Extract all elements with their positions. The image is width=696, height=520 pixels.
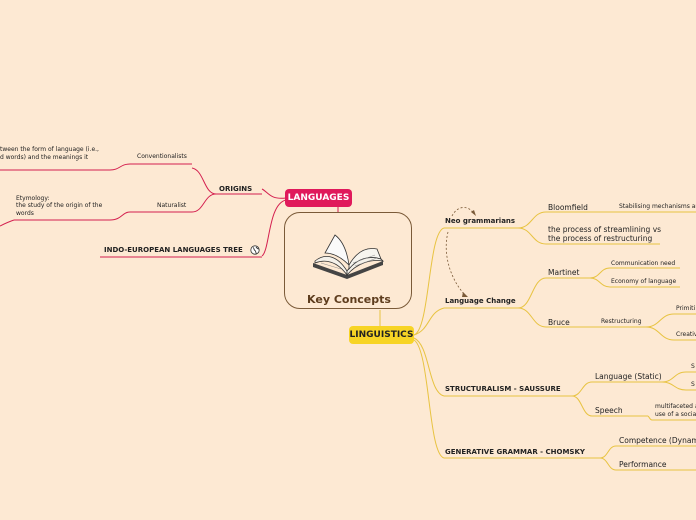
globe-circle: [251, 246, 259, 254]
line-static-s2: [662, 382, 686, 390]
line-gen-competence: [600, 446, 616, 458]
communication-need-node[interactable]: Communication need: [611, 260, 675, 268]
line-origins-naturalist: [192, 194, 216, 212]
relationship-curve: [446, 232, 466, 296]
structuralism-node[interactable]: STRUCTURALISM - SAUSSURE: [445, 385, 561, 393]
static-s1-node[interactable]: S: [691, 363, 695, 371]
line-neo-process: [518, 228, 546, 244]
globe-icon: [250, 245, 260, 255]
competence-node[interactable]: Competence (Dynami: [619, 436, 696, 445]
naturalist-node[interactable]: Naturalist: [157, 202, 186, 210]
line-neo-bloomfield: [518, 212, 546, 228]
naturalist-note-line3: words: [16, 210, 34, 218]
line-struct-speech: [572, 396, 592, 416]
naturalist-note-line2: the study of the origin of the: [16, 202, 102, 210]
central-title: Key Concepts: [285, 293, 413, 306]
line-struct-language: [572, 382, 592, 396]
line-restr-primiti: [646, 314, 674, 327]
line-languages-indo: [262, 200, 286, 256]
relationship-curve-top: [452, 208, 474, 217]
creativ-node[interactable]: Creativ: [676, 331, 696, 339]
central-topic[interactable]: Key Concepts: [284, 212, 412, 309]
line-conventionalists-note: [110, 164, 130, 170]
line-martinet-econ: [590, 278, 610, 287]
conventionalists-note-line2: d words) and the meanings it: [0, 154, 88, 162]
conventionalists-node[interactable]: Conventionalists: [137, 153, 187, 161]
linguistics-connectors: [380, 212, 696, 470]
process-line1[interactable]: the process of streamlining vs: [548, 225, 661, 234]
speech-note-line1: multifaceted a: [655, 403, 696, 411]
line-ling-gen: [414, 340, 444, 458]
open-book-icon: [311, 231, 387, 283]
performance-node[interactable]: Performance: [619, 460, 667, 469]
line-static-s1: [662, 372, 686, 382]
martinet-node[interactable]: Martinet: [548, 268, 579, 277]
line-origins-conventionalists: [192, 168, 216, 194]
line-martinet-comm: [590, 268, 610, 278]
language-static-node[interactable]: Language (Static): [595, 372, 662, 381]
language-change-node[interactable]: Language Change: [445, 297, 516, 305]
bloomfield-node[interactable]: Bloomfield: [548, 203, 588, 212]
speech-note-line2: use of a socia: [655, 411, 696, 419]
bruce-node[interactable]: Bruce: [548, 318, 570, 327]
line-speech-note: [648, 416, 652, 420]
neo-grammarians-node[interactable]: Neo grammarians: [445, 217, 515, 225]
line-restr-creativ: [646, 327, 674, 340]
primiti-node[interactable]: Primiti: [676, 305, 695, 313]
conventionalists-note-line1: tween the form of language (i.e.,: [0, 146, 99, 154]
process-line2[interactable]: the process of restructuring: [548, 234, 652, 243]
line-languages-origins: [262, 189, 286, 198]
origins-node[interactable]: ORIGINS: [219, 185, 252, 193]
line-change-martinet: [518, 278, 546, 308]
speech-node[interactable]: Speech: [595, 406, 623, 415]
economy-node[interactable]: Economy of language: [611, 278, 676, 286]
languages-node[interactable]: LANGUAGES: [285, 189, 352, 207]
indo-european-node[interactable]: INDO-EUROPEAN LANGUAGES TREE: [104, 246, 243, 254]
line-naturalist-note-tail: [0, 220, 14, 226]
linguistics-node[interactable]: LINGUISTICS: [349, 326, 414, 344]
stabilising-node[interactable]: Stabilising mechanisms ar: [619, 203, 696, 211]
static-s2-node[interactable]: S: [691, 381, 695, 389]
generative-grammar-node[interactable]: GENERATIVE GRAMMAR - CHOMSKY: [445, 448, 585, 456]
line-gen-performance: [600, 458, 616, 470]
line-naturalist-note: [110, 212, 130, 220]
restructuring-node[interactable]: Restructuring: [601, 318, 642, 326]
line-change-bruce: [518, 308, 546, 327]
line-ling-neo: [414, 228, 444, 335]
